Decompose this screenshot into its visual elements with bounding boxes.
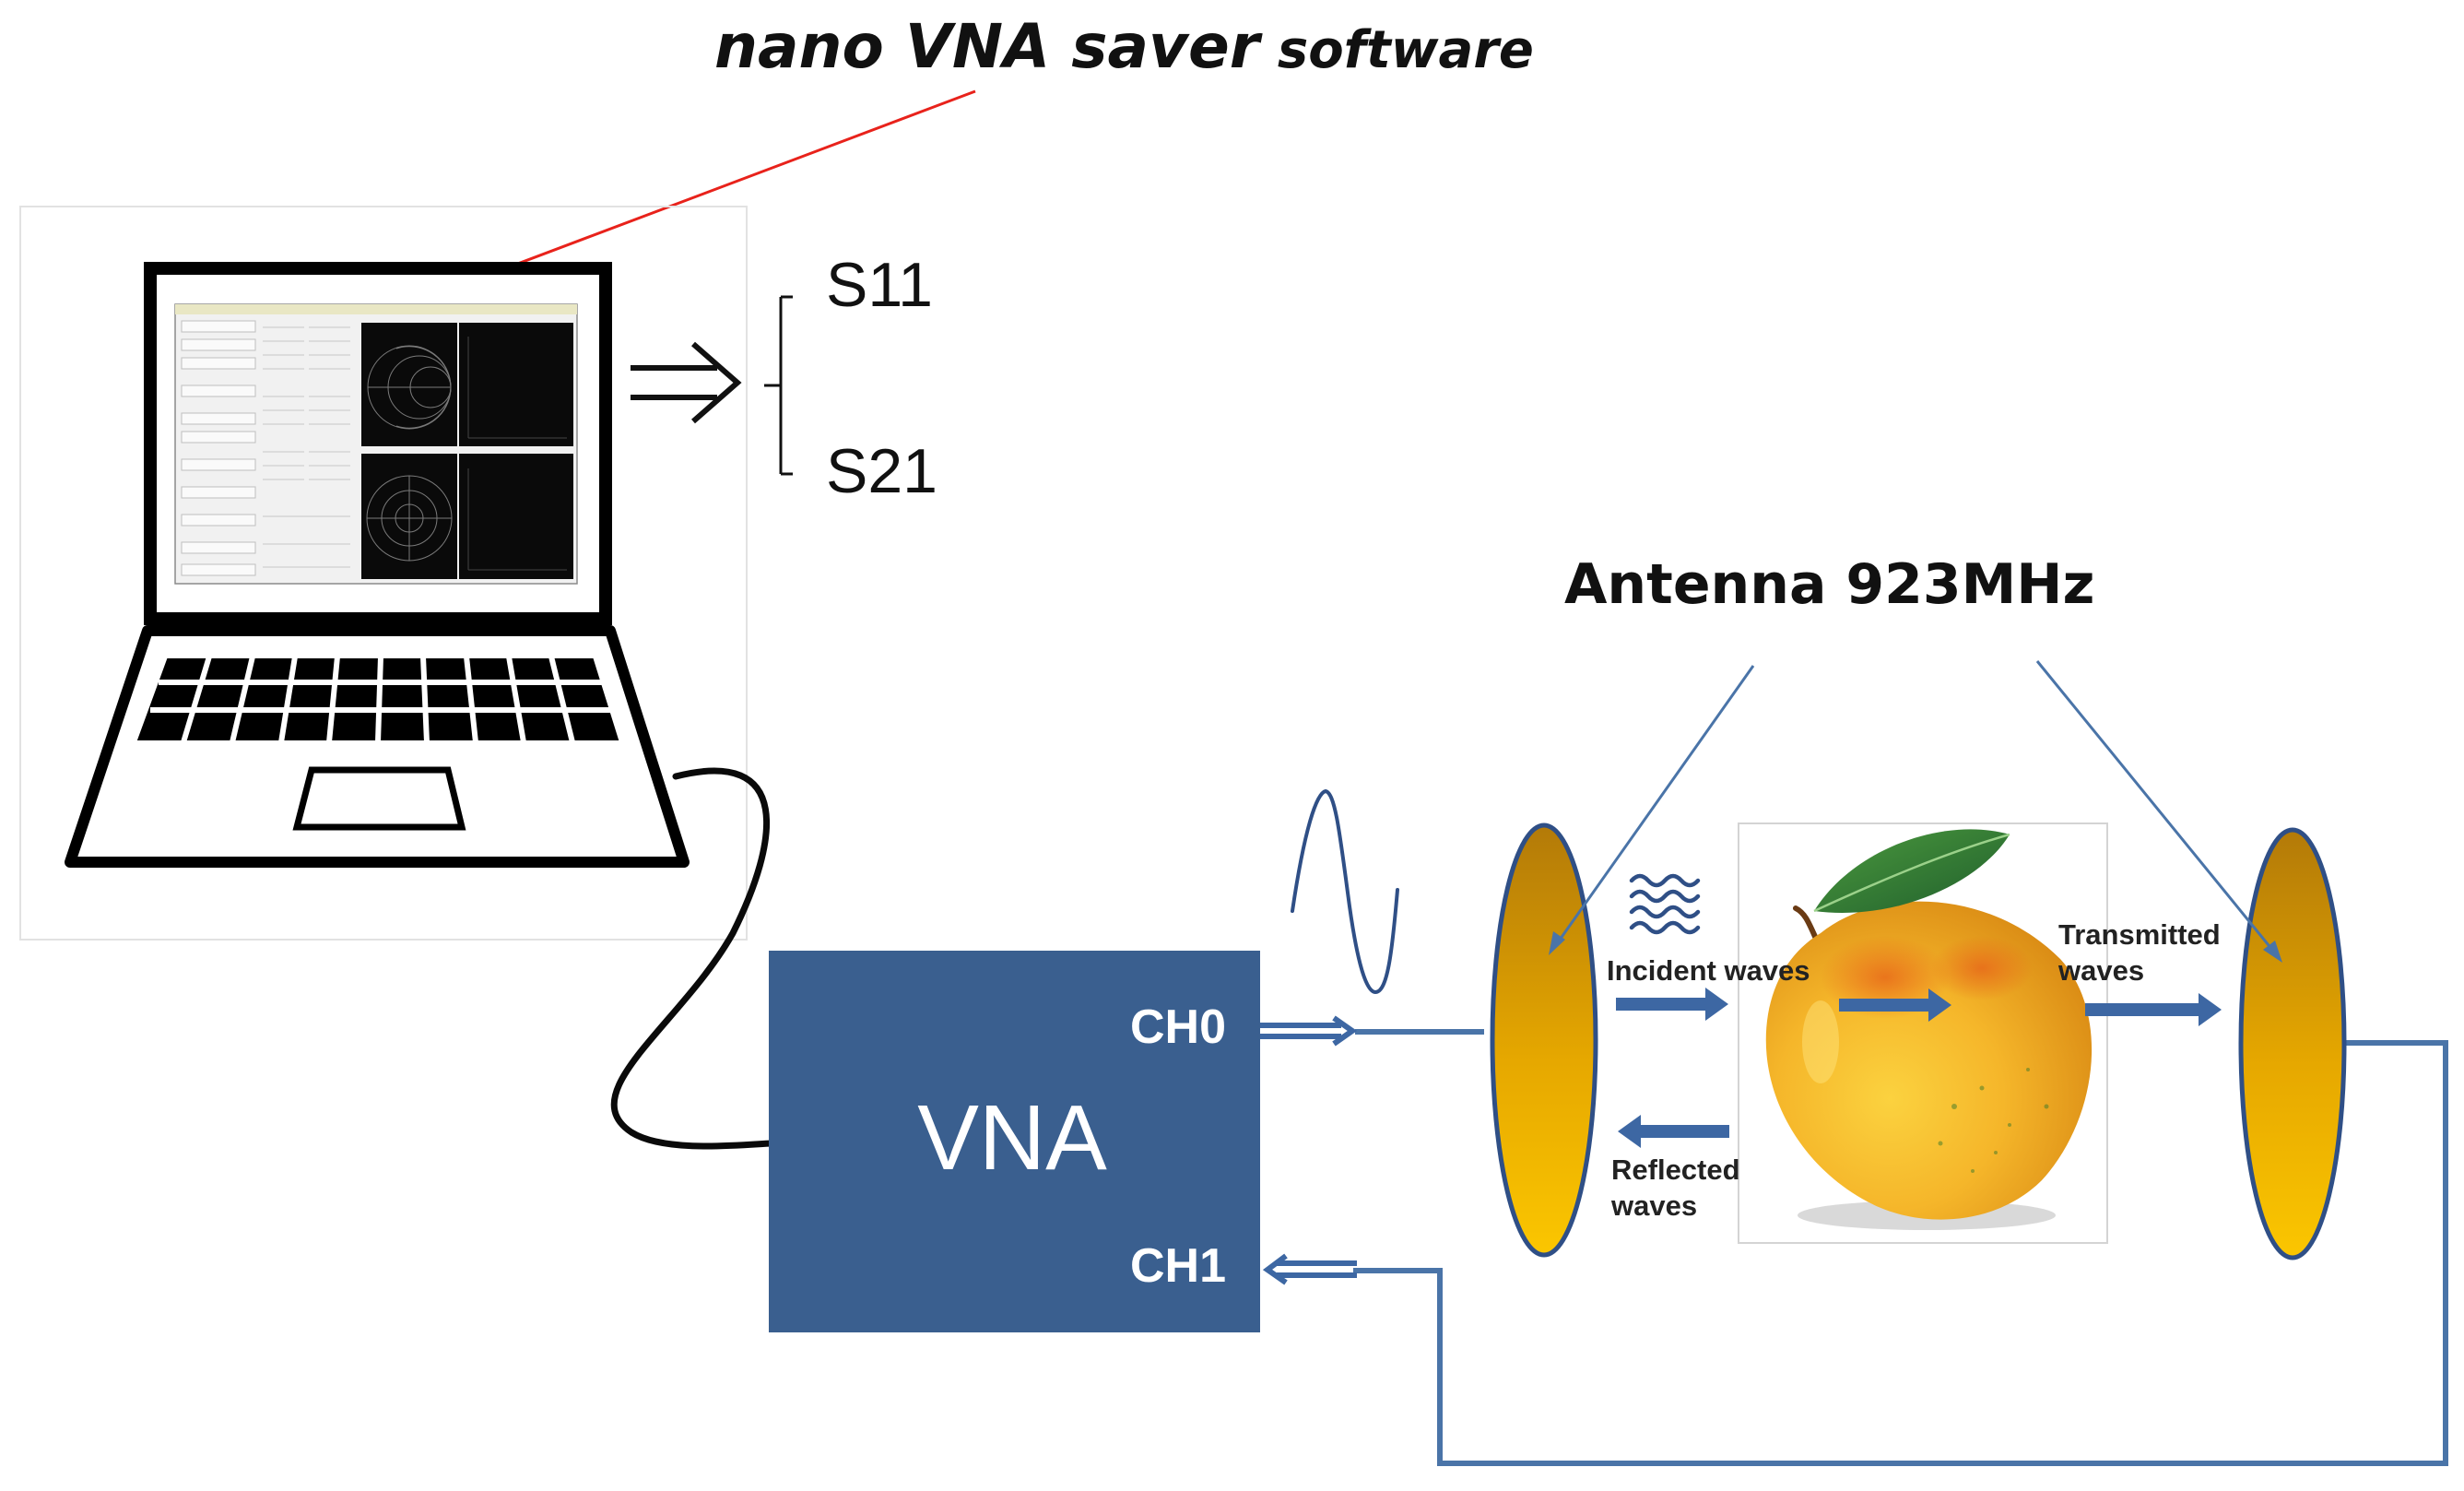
software-label-suffix: software: [1259, 20, 1534, 80]
antenna-pointer-left: [1549, 665, 1755, 955]
laptop-keyboard: [132, 655, 624, 744]
ch1-label: CH1: [1130, 1239, 1226, 1293]
transmitted-wave-arrow: [2085, 993, 2222, 1026]
transmitted-waves-label-line1: Transmitted: [2058, 918, 2221, 951]
software-label-main: nano VNA saver: [714, 11, 1263, 82]
antenna-label: Antenna 923MHz: [1564, 552, 2094, 617]
internal-wave-arrow: [1839, 988, 1951, 1022]
reflected-wave-arrow: [1618, 1115, 1729, 1148]
rf-cable-ch0: [1260, 1015, 1484, 1047]
reflected-waves-label-line2: waves: [1610, 1189, 1697, 1222]
incident-waves-label: Incident waves: [1607, 954, 1810, 987]
antenna-left: [1490, 822, 1598, 1258]
usb-cable: [610, 767, 774, 1150]
software-chart-panels: [361, 323, 573, 579]
sine-wave-icon: [1291, 788, 1399, 995]
antenna-right: [2238, 827, 2347, 1260]
wave-pattern-icon: [1629, 873, 1701, 935]
mango-image: [1738, 822, 2108, 1244]
reflected-waves-label-line1: Reflected: [1611, 1154, 1740, 1186]
vna-title: VNA: [917, 1086, 1107, 1189]
output-brace: [764, 295, 793, 476]
rf-cable-ch1: [1262, 1040, 2448, 1466]
laptop-icon: [19, 206, 748, 941]
vna-device: VNA CH0 CH1: [769, 951, 1260, 1332]
s21-label: S21: [826, 436, 937, 506]
laptop-trackpad: [292, 766, 466, 831]
antenna-pointer-right: [2035, 660, 2282, 963]
ch0-label: CH0: [1130, 1000, 1226, 1054]
s11-label: S11: [826, 250, 933, 320]
software-label: nano VNA saver software: [714, 11, 1534, 82]
incident-wave-arrow: [1616, 988, 1728, 1021]
output-arrow: [631, 341, 742, 424]
transmitted-waves-label-line2: waves: [2057, 954, 2144, 987]
software-screenshot: [174, 303, 578, 585]
